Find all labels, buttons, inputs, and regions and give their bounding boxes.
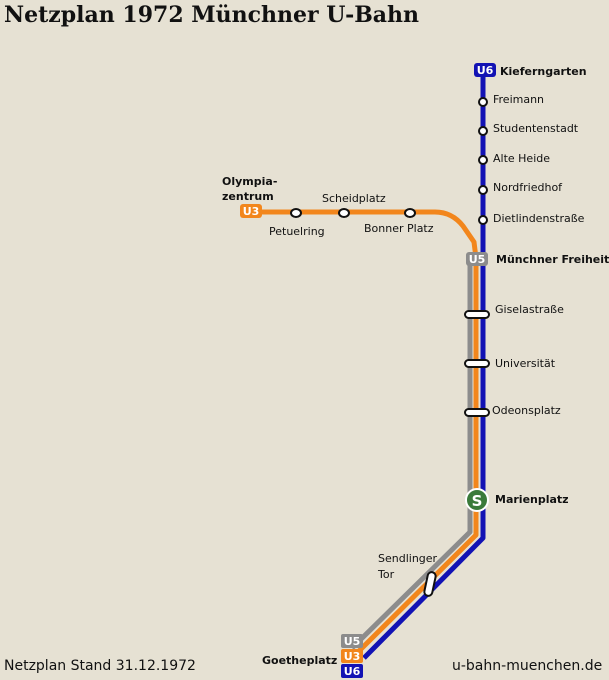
u3-line [258, 209, 479, 654]
station-marker-dietlindenstrasse [478, 215, 488, 225]
label-muenchner-freiheit: Münchner Freiheit [496, 253, 609, 266]
label-kieferngarten: Kieferngarten [500, 65, 587, 78]
u5-badge-muenchner-freiheit: U5 [466, 252, 488, 266]
label-nordfriedhof: Nordfriedhof [493, 181, 563, 194]
label-sendlinger-tor-line2: Tor [377, 568, 395, 581]
station-marker-giselastrasse [464, 310, 490, 319]
station-marker-freimann [478, 97, 488, 107]
u3-badge-olympiazentrum: U3 [240, 204, 262, 218]
station-marker-universitaet [464, 359, 490, 368]
station-marker-alte-heide [478, 155, 488, 165]
station-marker-petuelring [290, 208, 302, 218]
u5-label: U5 [469, 253, 486, 266]
label-sendlinger-tor-line1: Sendlinger [378, 552, 438, 565]
label-giselastrasse: Giselastraße [495, 303, 564, 316]
label-marienplatz: Marienplatz [495, 493, 569, 506]
sbahn-symbol: S [472, 492, 483, 510]
label-bonner-platz: Bonner Platz [364, 222, 434, 235]
u6-badge-kieferngarten: U6 [474, 63, 496, 77]
label-scheidplatz: Scheidplatz [322, 192, 386, 205]
label-petuelring: Petuelring [269, 225, 325, 238]
label-freimann: Freimann [493, 93, 544, 106]
map-title: Netzplan 1972 Münchner U-Bahn [4, 2, 420, 28]
u3-label: U3 [243, 205, 260, 218]
u6-label-goetheplatz: U6 [344, 665, 361, 678]
label-olympiazentrum-line1: Olympia- [222, 175, 277, 188]
station-marker-sendlinger-tor [423, 571, 437, 597]
label-dietlindenstrasse: Dietlindenstraße [493, 212, 585, 225]
label-universitaet: Universität [495, 357, 556, 370]
label-goetheplatz: Goetheplatz [262, 654, 337, 667]
u6-label: U6 [477, 64, 494, 77]
sbahn-icon-marienplatz: S [465, 488, 489, 512]
station-marker-studentenstadt [478, 126, 488, 136]
label-studentenstadt: Studentenstadt [493, 122, 579, 135]
station-marker-bonner-platz [404, 208, 416, 218]
station-marker-scheidplatz [338, 208, 350, 218]
station-marker-nordfriedhof [478, 185, 488, 195]
station-marker-odeonsplatz [464, 408, 490, 417]
u5-label-goetheplatz: U5 [344, 635, 361, 648]
label-odeonsplatz: Odeonsplatz [492, 404, 561, 417]
label-olympiazentrum-line2: zentrum [222, 190, 274, 203]
footer-stand-text: Netzplan Stand 31.12.1972 [4, 658, 196, 674]
goetheplatz-badges: U5 U3 U6 [341, 634, 363, 678]
label-alte-heide: Alte Heide [493, 152, 550, 165]
u5-line [350, 259, 473, 650]
u6-line [362, 74, 486, 660]
u3-label-goetheplatz: U3 [344, 650, 361, 663]
footer-website-text: u-bahn-muenchen.de [452, 658, 603, 674]
